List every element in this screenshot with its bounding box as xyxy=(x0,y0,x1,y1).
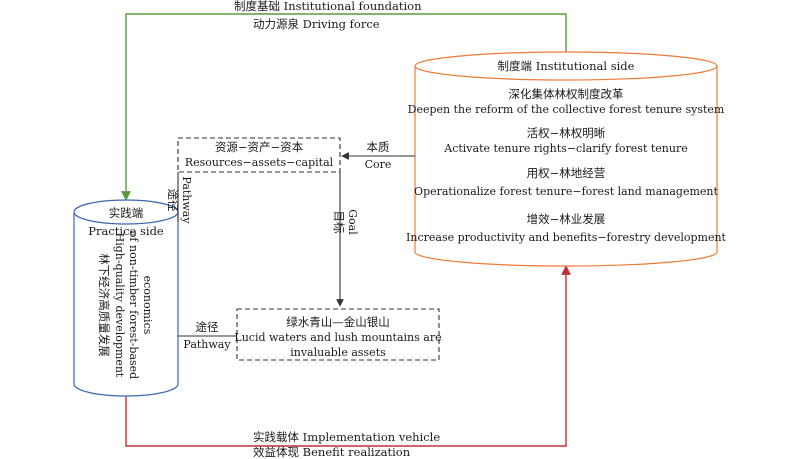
lucid-box-en1: Lucid waters and lush mountains are xyxy=(234,331,441,344)
goal-label-zh: 目标 xyxy=(332,211,346,234)
institutional-item-2-zh: 活权−林权明晰 xyxy=(527,126,606,140)
pathway-upper-zh: 途径 xyxy=(166,189,180,212)
resources-box-zh: 资源−资产−资本 xyxy=(215,140,304,154)
practice-side-title-en: Practice side xyxy=(88,224,164,238)
pathway-lower-zh: 途径 xyxy=(196,320,219,334)
practice-side-vertical-en1: High-quality development xyxy=(113,233,126,378)
practice-side-cylinder: 实践端 Practice side 林下经济高质量发展 High-quality… xyxy=(73,199,179,397)
pathway-upper-en: Pathway xyxy=(180,176,193,224)
institutional-item-2-en: Activate tenure rights−clarify forest te… xyxy=(443,142,687,155)
institutional-item-4-zh: 增效−林业发展 xyxy=(527,212,606,226)
practice-side-vertical-en3: economics xyxy=(141,276,154,335)
lucid-box-zh: 绿水青山—金山银山 xyxy=(286,315,390,329)
institutional-item-1-en: Deepen the reform of the collective fore… xyxy=(408,103,725,116)
bottom-link-line2: 效益体现 Benefit realization xyxy=(253,445,411,459)
institutional-foundation-arrow xyxy=(121,13,567,201)
top-link-line2: 动力源泉 Driving force xyxy=(253,17,380,31)
lucid-waters-box: 绿水青山—金山银山 Lucid waters and lush mountain… xyxy=(234,308,442,361)
institutional-item-1-zh: 深化集体林权制度改革 xyxy=(509,87,624,101)
practice-side-title-zh: 实践端 xyxy=(109,206,144,220)
practice-side-vertical-en2: of non-timber forest-based xyxy=(127,231,140,379)
practice-side-vertical-zh: 林下经济高质量发展 xyxy=(97,253,111,357)
top-link-line1: 制度基础 Institutional foundation xyxy=(234,0,422,13)
core-label-en: Core xyxy=(365,158,392,171)
institutional-item-3-en: Operationalize forest tenure−forest land… xyxy=(414,185,718,198)
implementation-vehicle-arrow xyxy=(125,265,571,447)
lucid-box-en2: invaluable assets xyxy=(290,346,386,359)
core-label-zh: 本质 xyxy=(367,140,390,154)
pathway-lower-en: Pathway xyxy=(183,338,231,351)
goal-label-en: Goal xyxy=(346,209,359,235)
institutional-side-title: 制度端 Institutional side xyxy=(498,59,635,73)
resources-box: 资源−资产−资本 Resources−assets−capital xyxy=(177,137,341,173)
institutional-side-cylinder: 制度端 Institutional side 深化集体林权制度改革 Deepen… xyxy=(406,51,727,267)
resources-box-en: Resources−assets−capital xyxy=(185,156,334,169)
institutional-item-3-zh: 用权−林地经营 xyxy=(527,166,606,180)
bottom-link-line1: 实践载体 Implementation vehicle xyxy=(253,430,440,444)
institutional-item-4-en: Increase productivity and benefits−fores… xyxy=(406,231,727,244)
